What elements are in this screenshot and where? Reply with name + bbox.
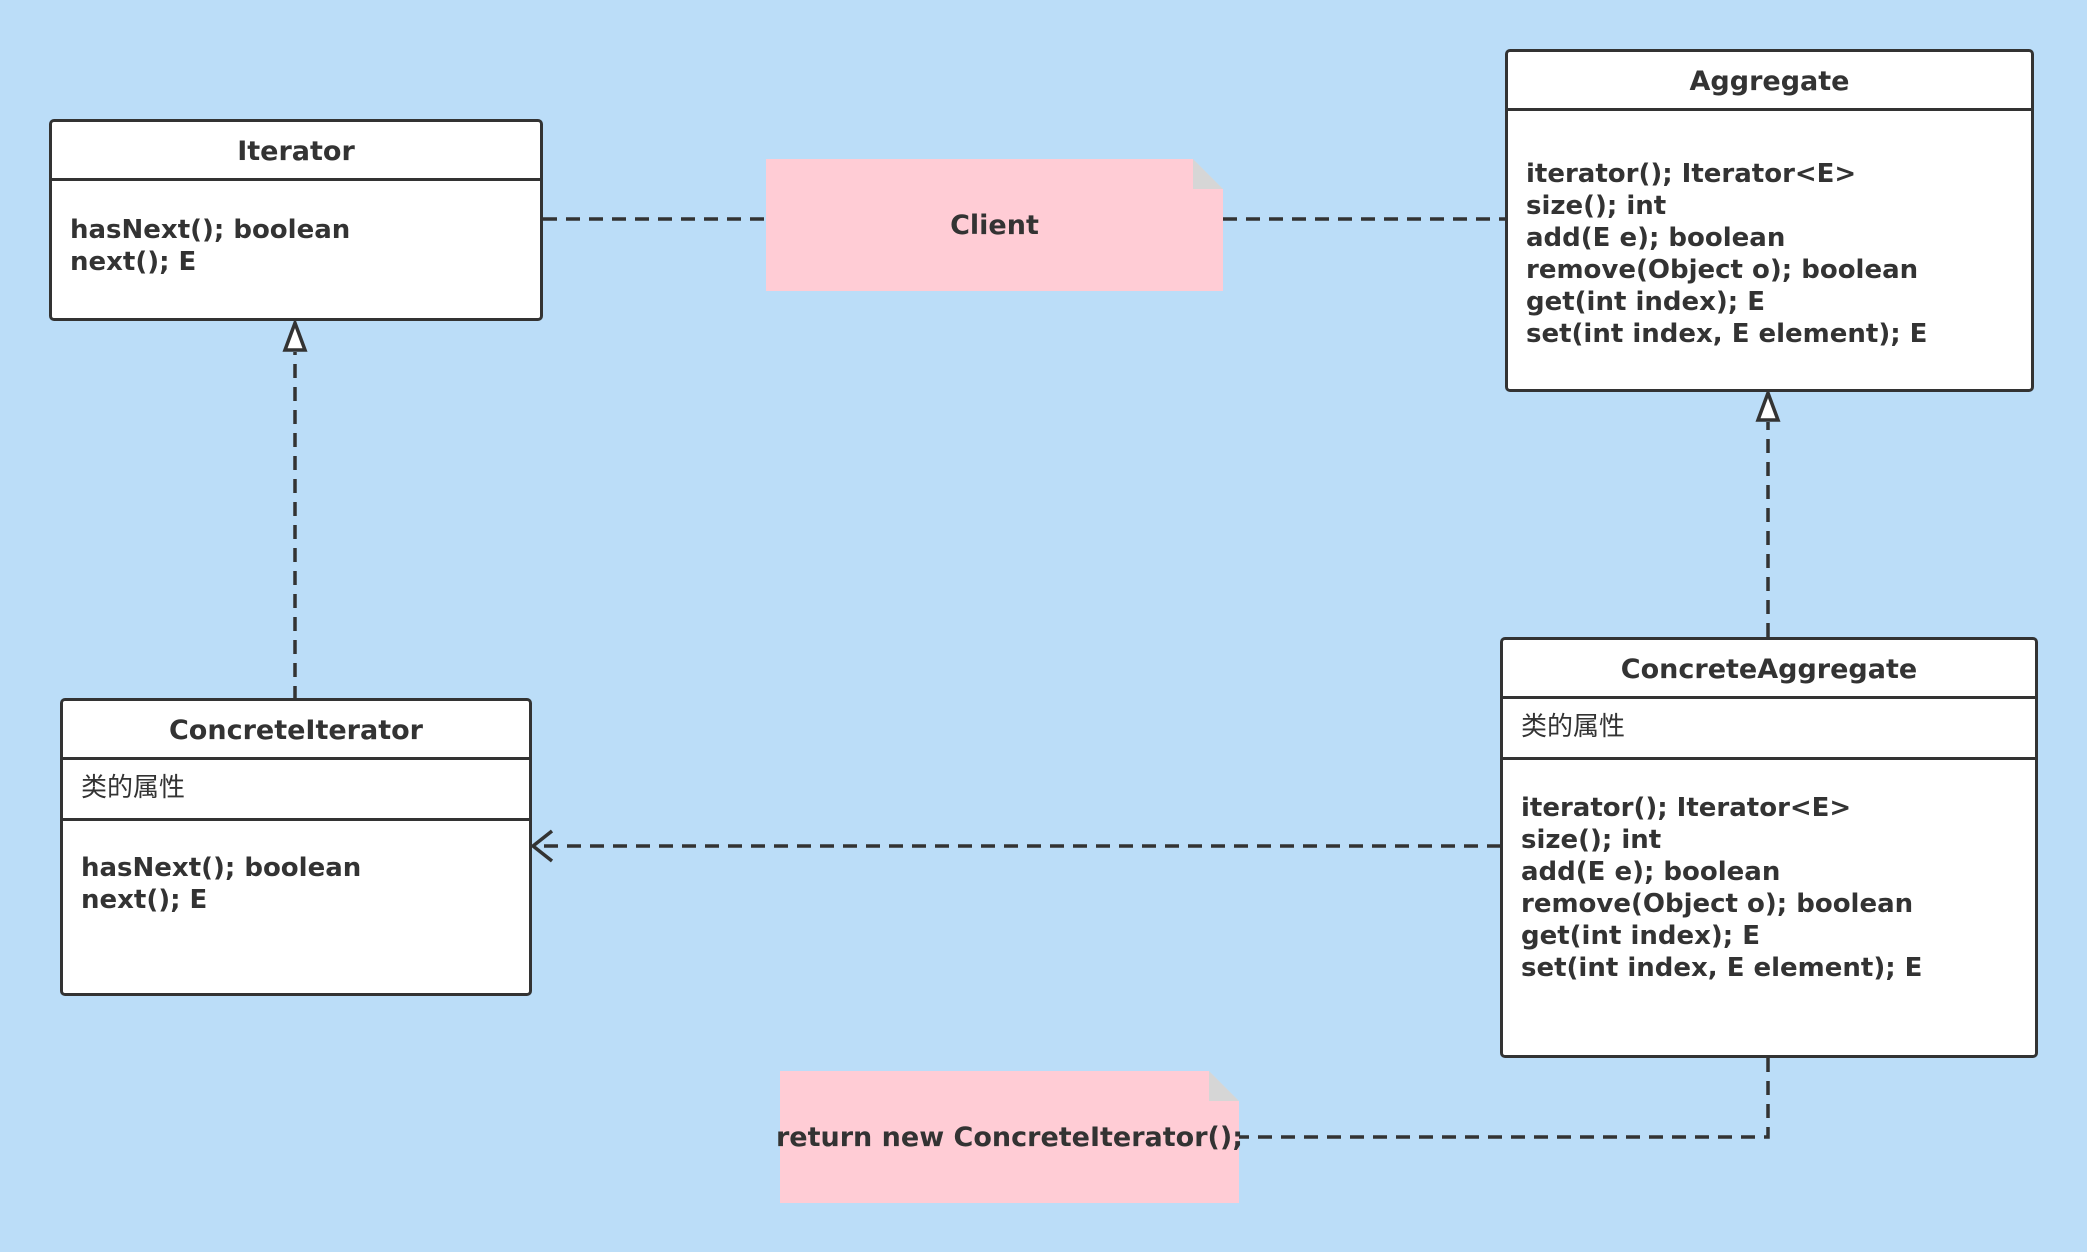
dependency-arrowhead xyxy=(530,829,554,863)
realization-arrowhead-iterator xyxy=(282,317,308,352)
method-row: size(); int xyxy=(1521,825,1662,855)
class-concrete-aggregate-attributes: 类的属性 xyxy=(1503,699,2035,760)
class-concrete-iterator-methods: hasNext(); boolean next(); E xyxy=(63,821,529,916)
method-row: remove(Object o); boolean xyxy=(1521,889,1914,919)
class-concrete-iterator: ConcreteIterator 类的属性 hasNext(); boolean… xyxy=(60,698,532,996)
note-fold-corner xyxy=(1209,1071,1239,1101)
note-fold-corner xyxy=(1193,159,1223,189)
class-iterator: Iterator hasNext(); boolean next(); E xyxy=(49,119,543,321)
method-row: iterator(); Iterator<E> xyxy=(1521,793,1852,823)
class-concrete-iterator-title: ConcreteIterator xyxy=(63,701,529,760)
class-aggregate-methods: iterator(); Iterator<E> size(); int add(… xyxy=(1508,111,2031,350)
note-client: Client xyxy=(766,159,1223,291)
method-row: get(int index); E xyxy=(1526,287,1765,317)
connector-note-concrete-aggregate xyxy=(1239,1058,1770,1139)
class-iterator-title: Iterator xyxy=(52,122,540,181)
class-concrete-aggregate-methods: iterator(); Iterator<E> size(); int add(… xyxy=(1503,760,2035,984)
method-row: set(int index, E element); E xyxy=(1526,319,1928,349)
method-row: remove(Object o); boolean xyxy=(1526,255,1919,285)
method-row: iterator(); Iterator<E> xyxy=(1526,159,1857,189)
note-factory-method: return new ConcreteIterator(); xyxy=(776,1071,1243,1203)
class-iterator-methods: hasNext(); boolean next(); E xyxy=(52,181,540,278)
class-concrete-aggregate: ConcreteAggregate 类的属性 iterator(); Itera… xyxy=(1500,637,2038,1058)
method-row: set(int index, E element); E xyxy=(1521,953,1923,983)
class-aggregate-title: Aggregate xyxy=(1508,52,2031,111)
method-row: get(int index); E xyxy=(1521,921,1760,951)
method-row: size(); int xyxy=(1526,191,1667,221)
method-row: next(); E xyxy=(81,885,208,915)
note-factory-method-label: return new ConcreteIterator(); xyxy=(775,1121,1244,1153)
realization-arrowhead-aggregate xyxy=(1755,387,1781,422)
method-row: hasNext(); boolean xyxy=(81,853,362,883)
method-row: hasNext(); boolean xyxy=(70,215,351,245)
method-row: add(E e); boolean xyxy=(1526,223,1786,253)
method-row: next(); E xyxy=(70,247,197,277)
method-row: add(E e); boolean xyxy=(1521,857,1781,887)
class-aggregate: Aggregate iterator(); Iterator<E> size()… xyxy=(1505,49,2034,392)
class-concrete-aggregate-title: ConcreteAggregate xyxy=(1503,640,2035,699)
note-client-label: Client xyxy=(950,209,1039,241)
class-concrete-iterator-attributes: 类的属性 xyxy=(63,760,529,821)
